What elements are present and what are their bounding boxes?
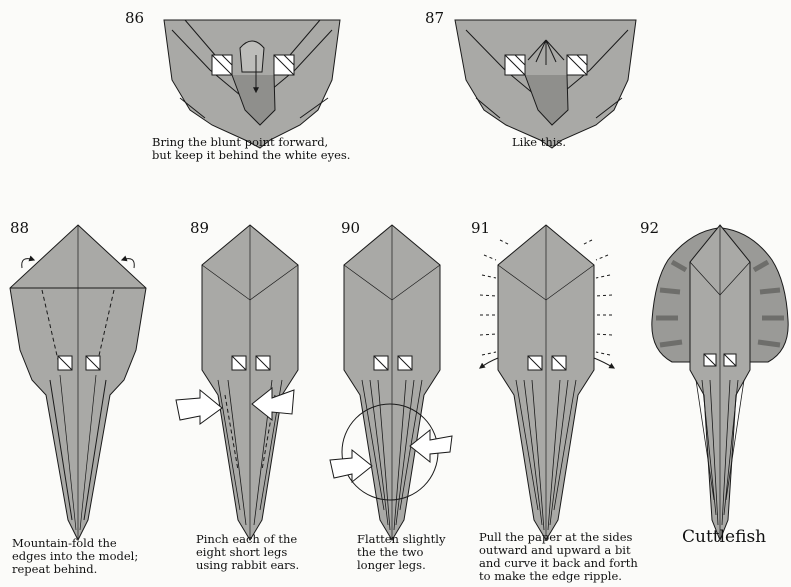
caption-step-87: Like this. <box>512 136 566 149</box>
caption-step-91: Pull the paper at the sides outward and … <box>479 531 638 583</box>
caption-step-90: Flatten slightly the the two longer legs… <box>357 533 445 572</box>
caption-line: to make the edge ripple. <box>479 570 638 583</box>
caption-line: Like this. <box>512 136 566 149</box>
caption-step-89: Pinch each of the eight short legs using… <box>196 533 299 572</box>
final-model-title: Cuttlefish <box>682 527 766 547</box>
diagram-step-91 <box>480 225 614 540</box>
diagram-step-87 <box>455 20 636 148</box>
diagram-step-92 <box>652 225 788 540</box>
diagram-step-90 <box>330 225 452 540</box>
diagram-step-88 <box>10 225 146 540</box>
caption-line: but keep it behind the white eyes. <box>152 149 350 162</box>
caption-line: using rabbit ears. <box>196 559 299 572</box>
caption-line: longer legs. <box>357 559 445 572</box>
diagram-step-89 <box>176 225 298 540</box>
caption-line: repeat behind. <box>12 563 138 576</box>
diagram-step-86 <box>164 20 340 148</box>
caption-step-86: Bring the blunt point forward, but keep … <box>152 136 350 162</box>
caption-step-88: Mountain-fold the edges into the model; … <box>12 537 138 576</box>
